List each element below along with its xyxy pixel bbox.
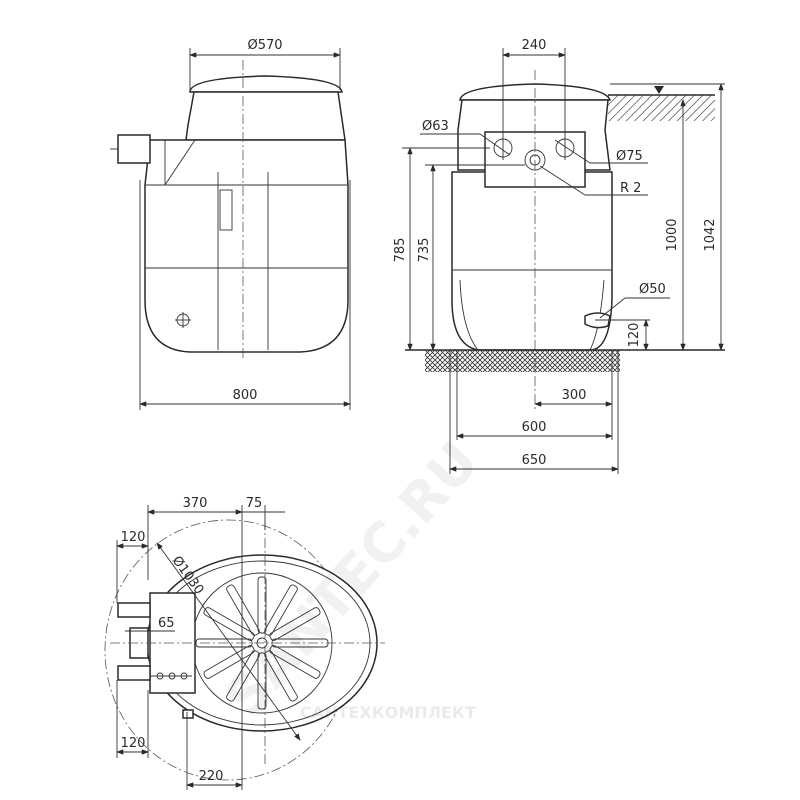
drain-label: Ø50 bbox=[639, 282, 666, 297]
height-1042-label: 1042 bbox=[703, 218, 718, 251]
pipe-out-label: Ø75 bbox=[616, 149, 643, 164]
dim-120-bottom-label: 120 bbox=[121, 736, 146, 751]
drain-height-label: 120 bbox=[627, 323, 642, 348]
spacing-240-label: 240 bbox=[522, 38, 547, 53]
dim-220-label: 220 bbox=[199, 769, 224, 784]
width-650-label: 650 bbox=[522, 453, 547, 468]
height-785-label: 785 bbox=[393, 238, 408, 263]
front-diameter-label: Ø570 bbox=[247, 38, 282, 53]
height-735-label: 735 bbox=[417, 238, 432, 263]
dim-75-label: 75 bbox=[246, 496, 263, 511]
dim-120-top-label: 120 bbox=[121, 530, 146, 545]
dim-65-label: 65 bbox=[158, 616, 175, 631]
front-width-label: 800 bbox=[233, 388, 258, 403]
thread-label: R 2 bbox=[620, 181, 641, 196]
watermark-company: САНТЕХКОМПЛЕКТ bbox=[300, 703, 476, 722]
top-view: 370 75 120 Ø1030 65 120 220 bbox=[104, 496, 385, 790]
front-view: Ø570 800 bbox=[110, 38, 351, 410]
dim-370-label: 370 bbox=[183, 496, 208, 511]
width-600-label: 600 bbox=[522, 420, 547, 435]
pipe-in-label: Ø63 bbox=[422, 119, 449, 134]
offset-300-label: 300 bbox=[562, 388, 587, 403]
side-view: 240 Ø63 Ø75 R 2 Ø50 785 735 1000 1042 12… bbox=[393, 38, 725, 474]
height-1000-label: 1000 bbox=[665, 218, 680, 251]
